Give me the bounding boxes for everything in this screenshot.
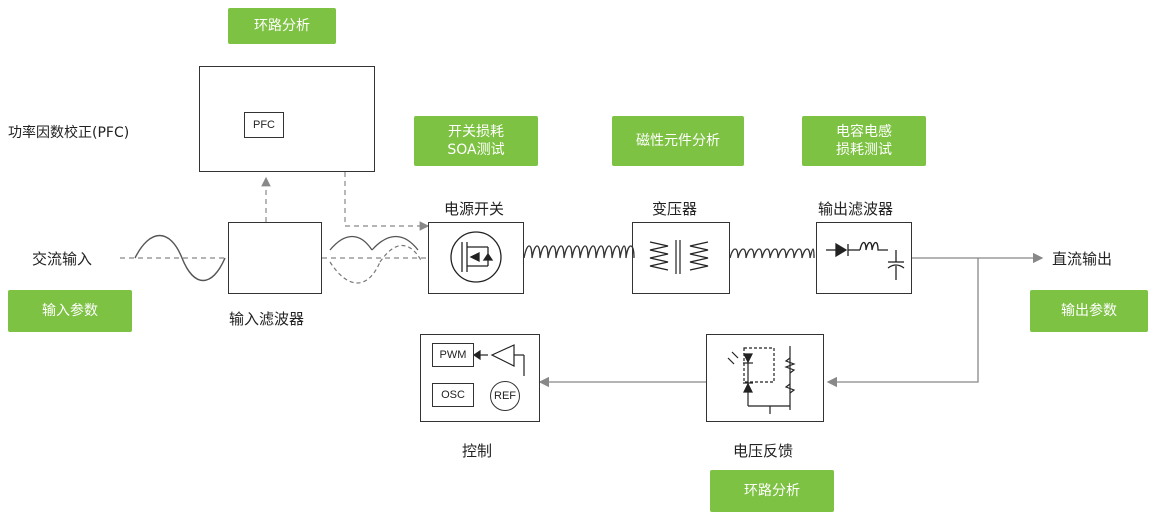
feedback-arrow (826, 258, 979, 388)
feedback-schematic (727, 346, 796, 414)
power-switch-label: 电源开关 (444, 200, 505, 218)
osc-chip: OSC (432, 383, 474, 407)
switch-loss-line2: SOA测试 (447, 142, 505, 158)
loop-analysis-tag-bottom: 环路分析 (710, 470, 834, 512)
ref-chip: REF (490, 381, 520, 411)
loop-analysis-bottom-text: 环路分析 (744, 483, 800, 499)
pfc-to-switch-arrow (344, 172, 430, 231)
magnetic-analysis-text: 磁性元件分析 (636, 133, 720, 149)
pwm-chip: PWM (432, 343, 474, 367)
switch-loss-tag: 开关损耗 SOA测试 (414, 116, 538, 166)
cap-ind-line1: 电容电感 (836, 124, 892, 140)
pfc-label: 功率因数校正(PFC) (8, 125, 130, 141)
switch-loss-line1: 开关损耗 (448, 124, 504, 140)
cap-ind-line2: 损耗测试 (836, 142, 892, 158)
transformer-label: 变压器 (652, 200, 698, 218)
input-filter-box (228, 222, 322, 294)
control-box (420, 334, 540, 422)
control-label: 控制 (462, 442, 493, 460)
ac-input-label: 交流输入 (32, 250, 93, 268)
rectified-wave-dashed (329, 245, 423, 284)
power-switch-box (428, 222, 524, 294)
feedback-box (706, 334, 824, 422)
coil-switch-transformer (523, 245, 635, 259)
dc-output-label: 直流输出 (1052, 250, 1113, 268)
magnetic-analysis-tag: 磁性元件分析 (612, 116, 744, 166)
transformer-schematic (649, 240, 709, 274)
output-params-text: 输出参数 (1061, 303, 1117, 319)
cap-ind-tag: 电容电感 损耗测试 (802, 116, 926, 166)
output-filter-box (816, 222, 912, 294)
pfc-chip: PFC (244, 112, 284, 138)
input-params-text: 输入参数 (42, 303, 98, 319)
power-switch-schematic (450, 231, 502, 283)
loop-analysis-top-text: 环路分析 (254, 18, 310, 34)
control-schematic (472, 344, 525, 376)
loop-analysis-tag-top: 环路分析 (228, 8, 336, 44)
input-filter-label: 输入滤波器 (229, 310, 305, 328)
output-params-tag: 输出参数 (1030, 290, 1148, 332)
ac-sine-wave (134, 234, 226, 282)
voltage-feedback-label: 电压反馈 (733, 442, 794, 460)
rectified-wave-solid (329, 235, 419, 251)
output-filter-label: 输出滤波器 (818, 200, 894, 218)
coil-transformer-output (729, 248, 815, 259)
transformer-box (632, 222, 730, 294)
output-filter-schematic (826, 241, 905, 280)
input-params-tag: 输入参数 (8, 290, 132, 332)
pfc-box (199, 66, 375, 172)
